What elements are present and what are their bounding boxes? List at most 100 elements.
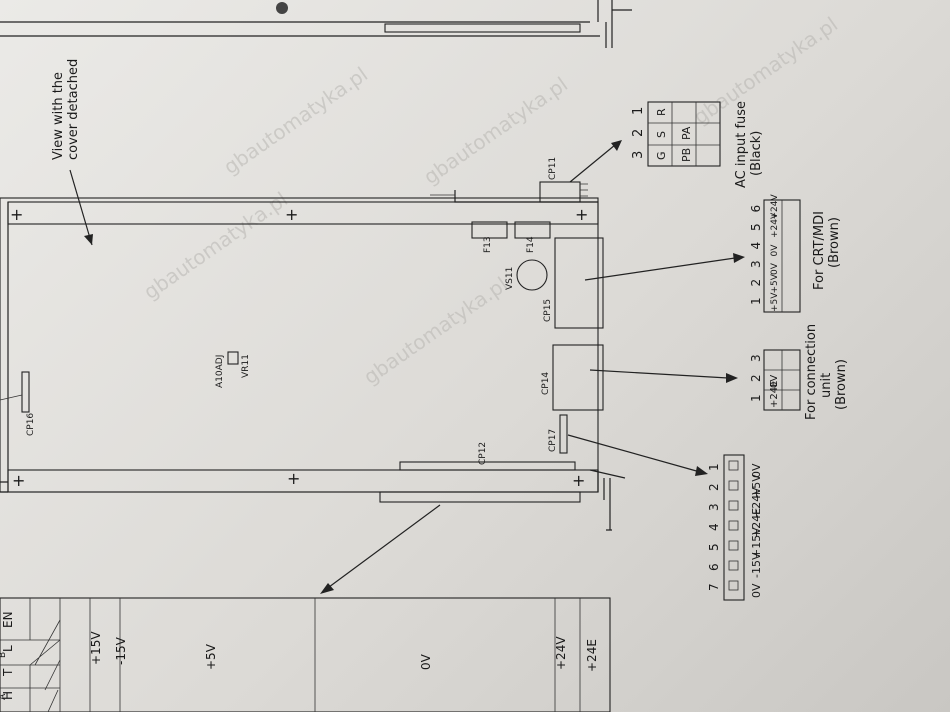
- svg-text:For CRT/MDI (Brown): For CRT/MDI (Brown): [812, 207, 842, 290]
- fuse-f14-label: F14: [526, 236, 536, 253]
- fuse-pin-row1: G: [655, 151, 668, 160]
- crt-pin-number: 1: [749, 297, 763, 305]
- cp17-pin-label: +24V: [750, 487, 763, 518]
- cp17-pin-label: -15V: [750, 552, 763, 578]
- crt-pin-label: +24V: [770, 212, 780, 238]
- fuse-pin-number: 1: [631, 107, 646, 115]
- cp15-connector: [554, 237, 604, 329]
- conn-unit-pin-number: 2: [749, 374, 763, 382]
- vtable-header-cell: H: [1, 691, 15, 700]
- watermark-text: gbautomatyka.pl: [139, 187, 292, 304]
- cp17-pin-label: 0V: [750, 463, 763, 478]
- cp11-connector: [539, 181, 581, 203]
- conn-unit-pin-number: 3: [749, 354, 763, 362]
- adjust-label: A10ADJ: [215, 355, 225, 388]
- vtable-header-cell: T: [1, 668, 15, 677]
- watermark-text: gbautomatyka.pl: [689, 12, 842, 129]
- conn-unit-pin-label: 0V: [769, 375, 780, 388]
- fuse-pin-row2: PA: [680, 126, 693, 140]
- cp17-pin-number: 2: [707, 483, 721, 491]
- vtable-left-letter: B: [0, 652, 8, 658]
- conn-unit-color: (Brown): [834, 359, 849, 410]
- crt-pin-number: 3: [749, 260, 763, 268]
- crt-pin-label: +5V: [770, 292, 780, 312]
- vtable-row-label: -15V: [114, 636, 128, 665]
- fuse-color: (Black): [749, 131, 764, 176]
- fuse-block: 3 G PB 2 S PA 1 R AC input fuse (Black): [631, 97, 764, 188]
- crt-title: For CRT/MDI: [812, 211, 827, 290]
- cp16-connector: [21, 371, 30, 413]
- cp16-label: CP16: [26, 413, 36, 436]
- cp17-pin-number: 3: [707, 503, 721, 511]
- top-board-edge: [0, 0, 632, 48]
- cp17-label: CP17: [548, 429, 558, 452]
- vs11-component: [516, 259, 548, 291]
- callout-arrows: [320, 140, 745, 594]
- fuse-title: AC input fuse: [734, 101, 749, 188]
- svg-text:+: +: [285, 205, 298, 224]
- svg-text:+: +: [572, 471, 585, 490]
- fuse-pin-row1: S: [655, 131, 668, 138]
- crt-pin-label: 0V: [770, 244, 780, 257]
- cp12-label: CP12: [478, 442, 488, 465]
- crt-pin-number: 6: [749, 205, 763, 213]
- conn-unit-title: For connection: [804, 324, 819, 420]
- fuse-f13-label: F13: [483, 236, 493, 253]
- svg-text:+: +: [575, 205, 588, 224]
- fuse-f14: [514, 221, 551, 239]
- cp17-pin-square: [728, 520, 739, 531]
- cp14-label: CP14: [541, 372, 551, 395]
- cp17-pin-label: +15V: [750, 527, 763, 558]
- main-board: + + + + + +: [0, 190, 626, 531]
- cp17-pin-square: [728, 460, 739, 471]
- vr11-label: VR11: [241, 354, 251, 378]
- cp17-pin-square: [728, 580, 739, 591]
- vtable-header-cell: L: [1, 645, 15, 652]
- cover-note: View with the cover detached: [51, 59, 93, 246]
- watermark-group: gbautomatyka.pl gbautomatyka.pl gbautoma…: [139, 12, 842, 389]
- cp17-pin-number: 1: [707, 463, 721, 471]
- cp17-pin-label: +5V: [750, 474, 763, 498]
- conn-unit-pin-label: +24E: [769, 381, 780, 408]
- cp17-pin-square: [728, 540, 739, 551]
- cp17-pin-number: 7: [707, 583, 721, 591]
- crt-color: (Brown): [827, 217, 842, 268]
- vr11-component: [227, 351, 239, 365]
- fuse-f13: [471, 221, 508, 239]
- crt-pin-number: 2: [749, 279, 763, 287]
- vtable-row-label: +24V: [554, 636, 568, 670]
- fuse-pin-number: 3: [631, 151, 646, 159]
- crt-pin-label: +24V: [770, 194, 780, 220]
- vtable-row-label: +15V: [89, 631, 103, 665]
- vtable-row-label: +5V: [204, 643, 218, 670]
- vtable-row-label: +24E: [585, 639, 599, 672]
- vtable-header-cell: EN: [1, 611, 15, 628]
- cp15-label: CP15: [543, 299, 553, 322]
- watermark-text: gbautomatyka.pl: [359, 272, 512, 389]
- svg-text:For connection unit: For connection unit (Brown): [804, 320, 849, 420]
- cp17-pin-square: [728, 480, 739, 491]
- cp17-pin-number: 4: [707, 523, 721, 531]
- cp17-pin-number: 5: [707, 543, 721, 551]
- cp17-pin-square: [728, 560, 739, 571]
- cp17-connector: [559, 414, 568, 454]
- fuse-pin-number: 2: [631, 129, 646, 137]
- cp11-label: CP11: [548, 157, 558, 180]
- fuse-pin-row2: PB: [680, 148, 693, 162]
- crt-pin-number: 4: [749, 242, 763, 250]
- svg-text:+: +: [10, 205, 23, 224]
- crt-pin-label: +5V: [770, 273, 780, 293]
- fuse-pin-row1: R: [655, 108, 668, 116]
- vtable-row-label: 0V: [419, 653, 433, 670]
- cp17-pin-number: 6: [707, 563, 721, 571]
- cp17-pin-label: 0V: [750, 583, 763, 598]
- board-components: CP16 A10ADJ VR11 CP12 CP17 CP14 CP15 VS1…: [0, 157, 604, 465]
- svg-text:AC input fuse (Black): AC input fuse (Black): [734, 97, 764, 188]
- conn-unit-title2: unit: [819, 373, 834, 398]
